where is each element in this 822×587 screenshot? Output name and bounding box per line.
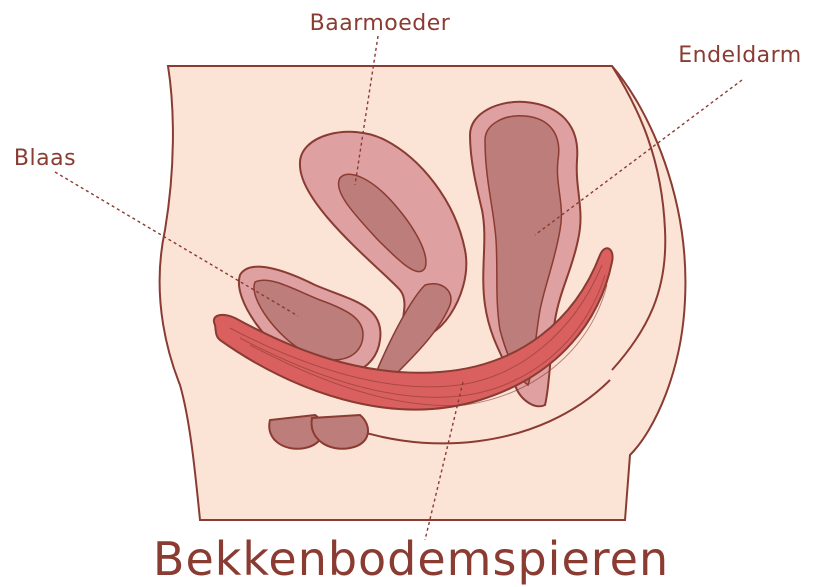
bladder-label: Blaas [14, 146, 76, 171]
rectum-label: Endeldarm [678, 43, 802, 68]
pelvic-floor-title: Bekkenbodemspieren [153, 532, 669, 586]
uterus-label: Baarmoeder [310, 11, 451, 36]
